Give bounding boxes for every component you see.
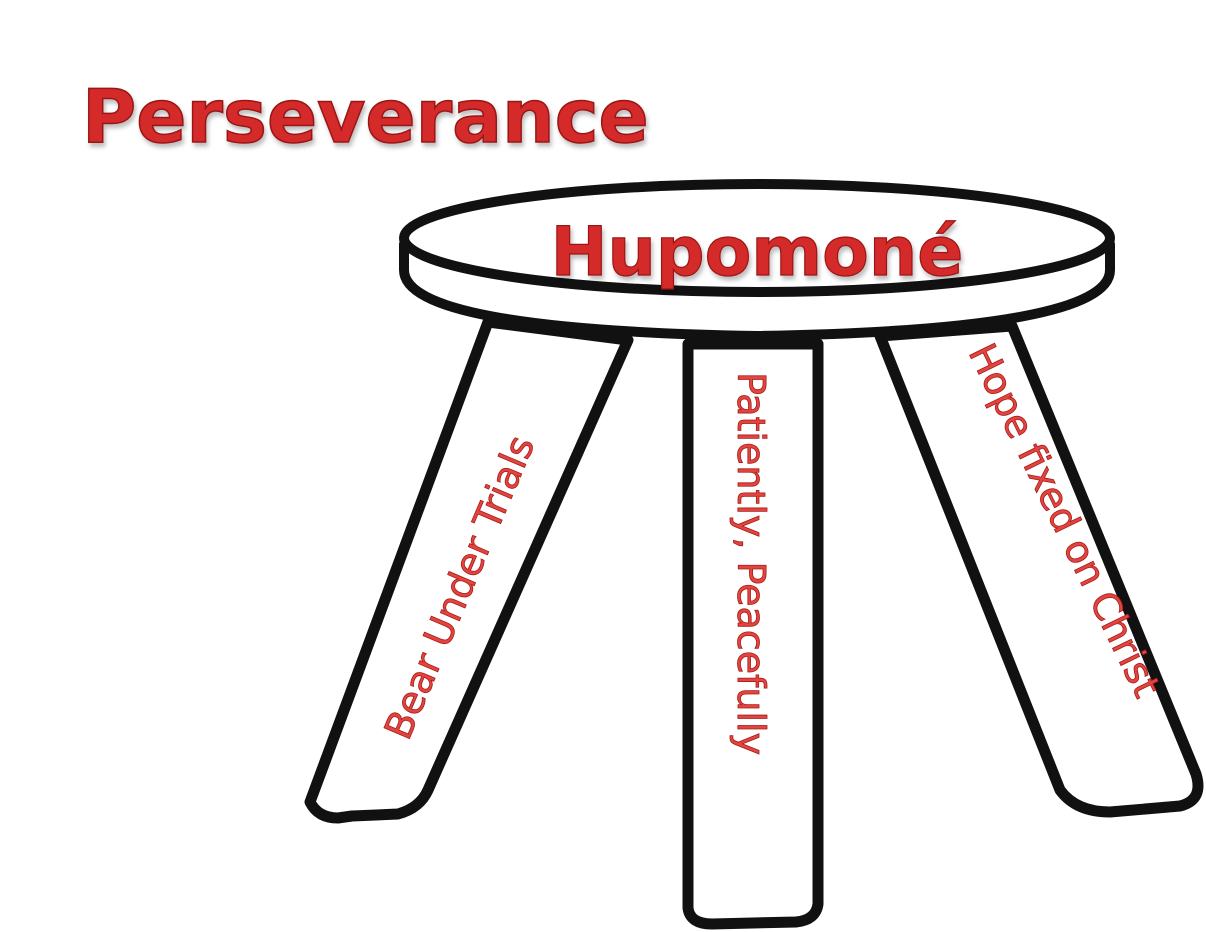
seat-label: Hupomoné bbox=[551, 213, 964, 292]
leg-label-patiently-peacefully: Patiently, Peacefully bbox=[729, 372, 773, 755]
stool-leg-right: Hope fixed on Christ bbox=[874, 320, 1204, 818]
stool-leg-left: Bear Under Trials bbox=[304, 316, 634, 824]
stool-leg-middle: Patiently, Peacefully bbox=[682, 338, 824, 930]
stool-seat: Hupomoné bbox=[399, 179, 1115, 341]
diagram-title: Perseverance bbox=[82, 74, 649, 160]
